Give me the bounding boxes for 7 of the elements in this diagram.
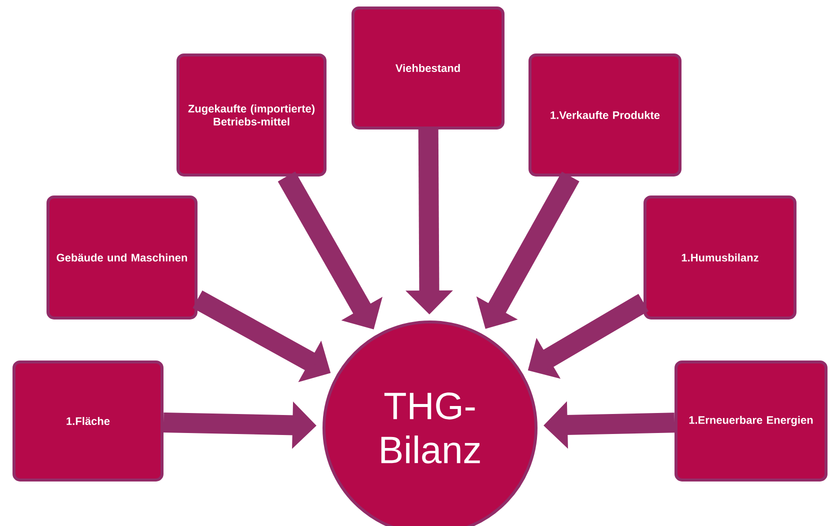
process-box: 1.Verkaufte Produkte [528,54,682,176]
process-box: Viehbestand [352,6,504,130]
process-box: Zugekaufte (importierte) Betriebs-mittel [176,54,326,176]
process-box: 1.Fläche [12,360,164,482]
process-box: 1.Humusbilanz [644,195,796,320]
process-box: Gebäude und Maschinen [46,195,198,320]
process-box: 1.Erneuerbare Energien [674,360,828,482]
